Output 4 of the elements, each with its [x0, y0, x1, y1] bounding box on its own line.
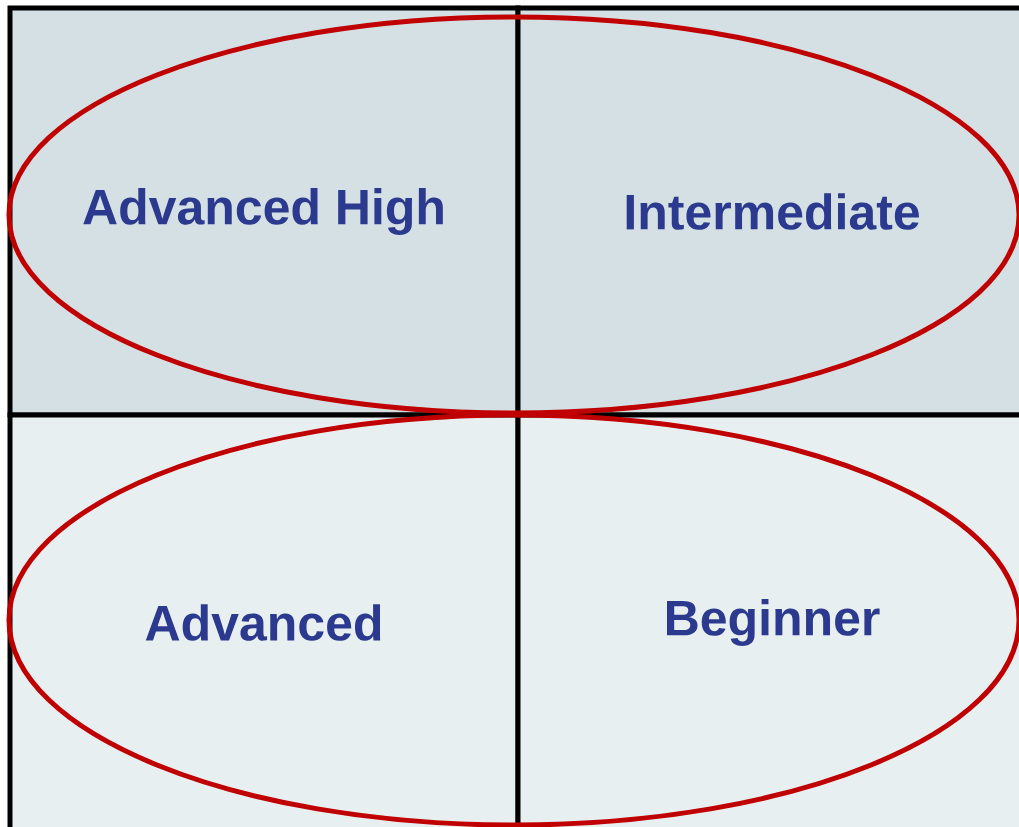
- table-cell: Intermediate: [515, 5, 1019, 418]
- table-cell: Beginner: [515, 412, 1019, 827]
- table-cell: Advanced: [7, 412, 521, 827]
- table-cell: Advanced High: [7, 5, 521, 418]
